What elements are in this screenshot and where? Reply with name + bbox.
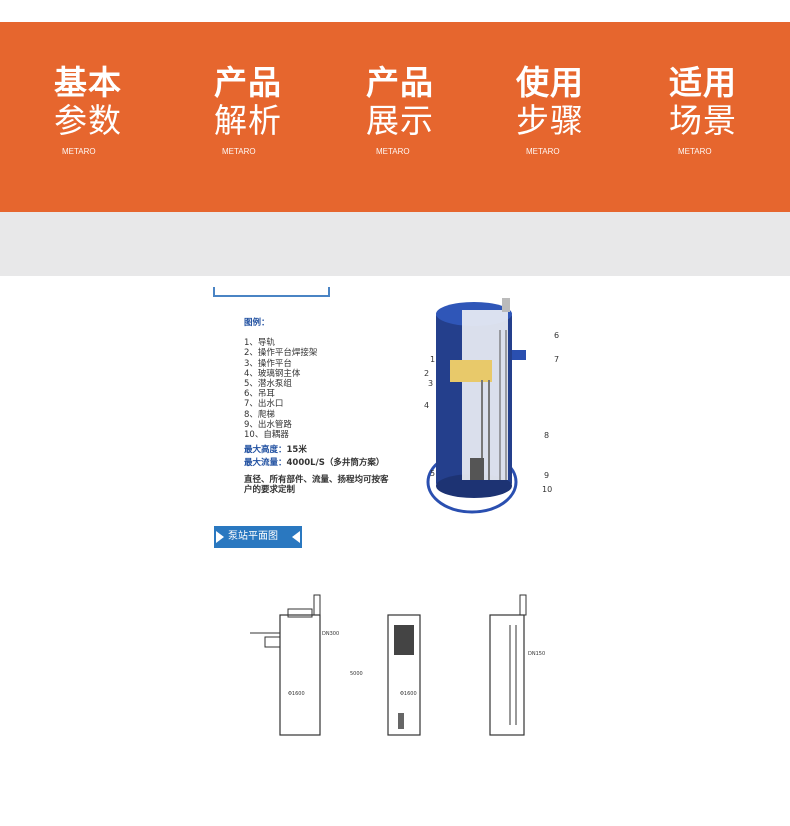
nav-item-subtitle: 展示 (366, 101, 434, 140)
nav-item-subtitle: 参数 (54, 101, 122, 140)
nav-item-title: 适用 (669, 63, 737, 102)
legend-item: 1、导轨 (244, 338, 275, 349)
callout-7: 7 (554, 355, 559, 364)
vent-pipe (502, 298, 510, 312)
cutaway (462, 310, 508, 480)
detail-vent (519, 594, 527, 616)
nav-item-basic-params[interactable]: 基本 参数 METARO (28, 64, 148, 158)
nav-item-tag: METARO (678, 147, 712, 156)
max-flow-label: 最大流量： (244, 458, 287, 469)
callout-4: 4 (424, 401, 429, 410)
nav-item-tag: METARO (222, 147, 256, 156)
callout-8: 8 (544, 431, 549, 440)
inlet (264, 636, 281, 648)
nav-item-tag: METARO (376, 147, 410, 156)
plan-label: DN300 (322, 631, 339, 637)
legend-item: 2、操作平台焊接架 (244, 348, 318, 359)
callout-3: 3 (428, 379, 433, 388)
max-height-label: 最大高度： (244, 445, 287, 456)
nav-item-product-display[interactable]: 产品 展示 METARO (340, 64, 460, 158)
legend-item: 7、出水口 (244, 399, 284, 410)
elevation-cap (287, 608, 313, 618)
nav-item-subtitle: 场景 (669, 101, 737, 140)
callout-9: 9 (544, 471, 549, 480)
outlet-port (512, 350, 526, 360)
callout-10: 10 (542, 485, 552, 494)
section-badge-plan[interactable]: 泵站平面图 (214, 526, 302, 548)
callout-6: 6 (554, 331, 559, 340)
nav-item-title: 产品 (366, 63, 434, 102)
nav-item-subtitle: 步骤 (516, 101, 584, 140)
legend-item: 4、玻璃钢主体 (244, 368, 301, 379)
plan-label: Φ1600 (288, 691, 305, 697)
nav-item-usage-steps[interactable]: 使用 步骤 METARO (490, 64, 610, 158)
nav-item-product-analysis[interactable]: 产品 解析 METARO (188, 64, 308, 158)
nav-item-title: 产品 (214, 63, 282, 102)
nav-item-application-scenarios[interactable]: 适用 场景 METARO (643, 64, 763, 158)
section-grate (394, 625, 414, 655)
legend-list: 1、导轨 2、操作平台焊接架 3、操作平台 4、玻璃钢主体 5、潜水泵组 6、吊… (244, 338, 414, 440)
elevation-view-1 (279, 614, 321, 736)
max-height-row: 最大高度：15米 (244, 445, 414, 455)
callout-2: 2 (424, 369, 429, 378)
callout-5: 5 (430, 469, 435, 478)
legend-item: 9、出水管路 (244, 419, 292, 430)
grey-banner (0, 212, 790, 276)
max-height-value: 15米 (286, 445, 307, 456)
plan-label: Φ1600 (400, 691, 417, 697)
legend-item: 3、操作平台 (244, 358, 292, 369)
max-flow-value: 4000L/S（多井筒方案） (286, 458, 385, 469)
plan-label: 5000 (350, 671, 363, 677)
nav-item-title: 基本 (54, 63, 122, 102)
detail-view (489, 614, 525, 736)
nav-item-tag: METARO (62, 147, 96, 156)
custom-note: 直径、所有部件、流量、扬程均可按客户的要求定制 (244, 474, 389, 495)
max-flow-row: 最大流量：4000L/S（多井筒方案） (244, 458, 414, 468)
legend-item: 6、吊耳 (244, 389, 275, 400)
section-frame (213, 287, 330, 297)
plan-label: DN150 (528, 651, 545, 657)
section-view (387, 614, 421, 736)
section-pump (398, 713, 404, 729)
vent (313, 594, 321, 616)
platform (450, 360, 492, 382)
legend-item: 8、爬梯 (244, 409, 275, 420)
legend-item: 10、自耦器 (244, 430, 289, 441)
pump-station-diagram: 1 2 3 4 5 6 7 8 9 10 (424, 298, 559, 514)
nav-item-tag: METARO (526, 147, 560, 156)
nav-item-subtitle: 解析 (214, 101, 282, 140)
legend-title: 图例： (244, 318, 270, 328)
pump-unit (470, 458, 484, 480)
top-navigation: 基本 参数 METARO 产品 解析 METARO 产品 展示 METARO 使… (0, 22, 790, 212)
nav-item-title: 使用 (516, 63, 584, 102)
legend-panel: 图例： 1、导轨 2、操作平台焊接架 3、操作平台 4、玻璃钢主体 5、潜水泵组… (244, 318, 414, 495)
callout-1: 1 (430, 355, 435, 364)
legend-item: 5、潜水泵组 (244, 379, 292, 390)
plan-drawings: DN300 Φ1600 Φ1600 DN150 5000 (250, 594, 545, 736)
